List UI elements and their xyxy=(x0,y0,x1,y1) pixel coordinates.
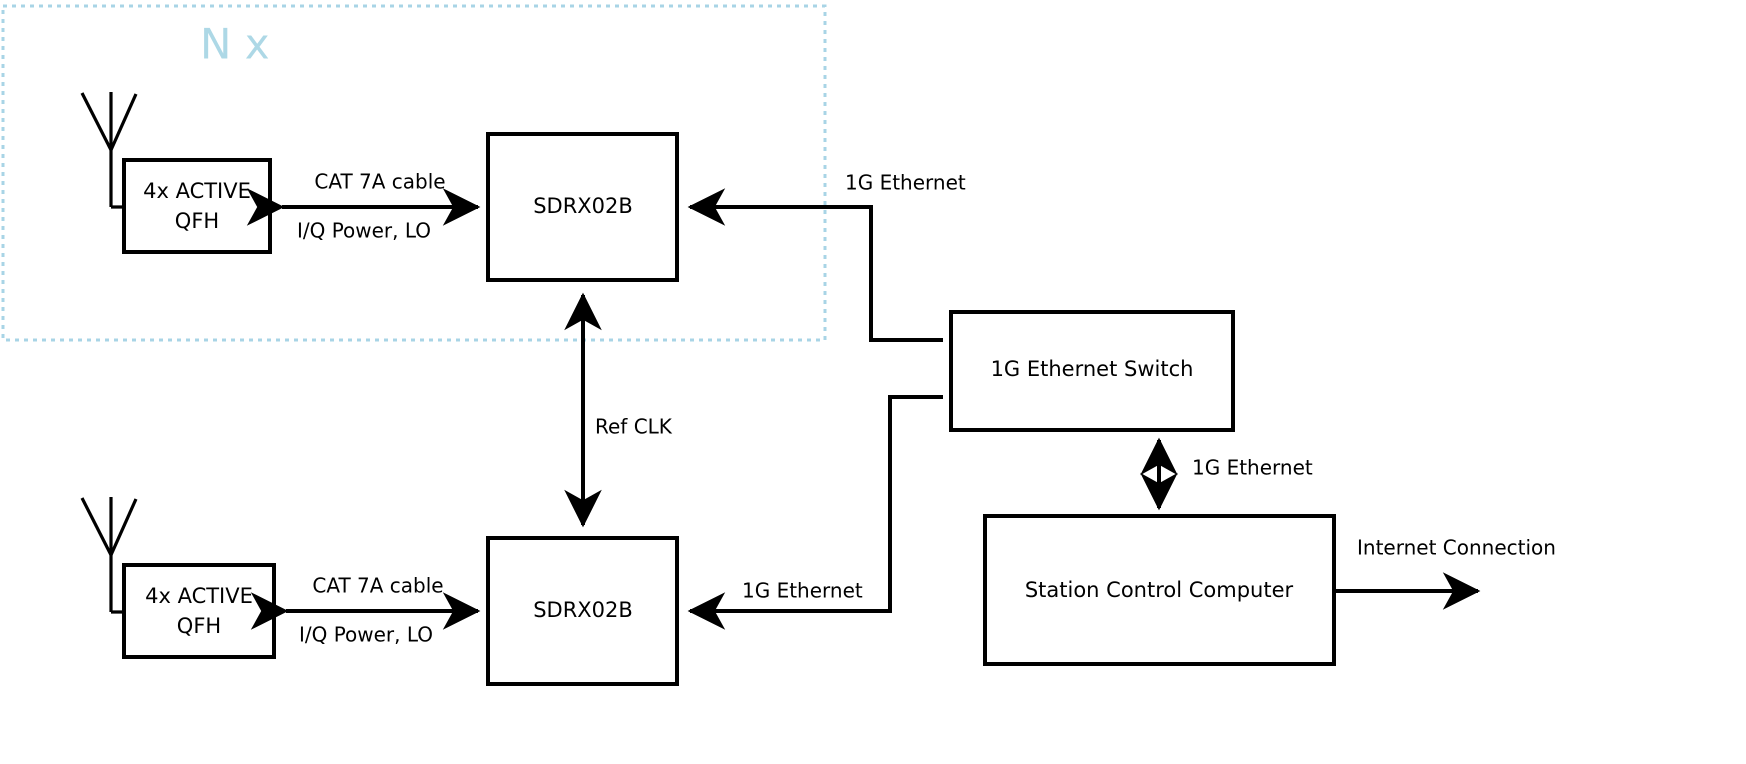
block-sdrx02b-top-label: SDRX02B xyxy=(533,194,633,218)
block-active-qfh-bottom-label-line1: 4x ACTIVE xyxy=(145,584,253,608)
block-station-control-computer-label: Station Control Computer xyxy=(1025,578,1294,602)
block-active-qfh-top-label-line2: QFH xyxy=(175,209,219,233)
link-qfh-sdr-top-label-cat7a: CAT 7A cable xyxy=(314,170,445,194)
block-sdrx02b-bottom-label: SDRX02B xyxy=(533,598,633,622)
link-switch-sdr-bottom xyxy=(687,395,943,630)
link-switch-sdr-top-label: 1G Ethernet xyxy=(845,171,966,195)
block-active-qfh-bottom-label-line2: QFH xyxy=(177,614,221,638)
block-active-qfh-bottom[interactable] xyxy=(122,563,276,659)
block-active-qfh-top[interactable] xyxy=(122,158,272,254)
block-ethernet-switch-label: 1G Ethernet Switch xyxy=(991,357,1194,381)
block-sdrx02b-bottom[interactable] xyxy=(486,536,679,686)
repeat-group-label: N x xyxy=(200,20,270,69)
link-switch-sdr-top xyxy=(687,188,943,342)
link-qfh-sdr-top-label-iq: I/Q Power, LO xyxy=(297,219,431,243)
link-qfh-sdr-bottom-label-cat7a: CAT 7A cable xyxy=(312,574,443,598)
block-ethernet-switch[interactable] xyxy=(949,310,1235,432)
link-refclk-label: Ref CLK xyxy=(595,415,673,439)
link-internet-connection-label: Internet Connection xyxy=(1357,536,1556,560)
repeat-group-box xyxy=(1,4,827,342)
block-sdrx02b-top[interactable] xyxy=(486,132,679,282)
link-qfh-sdr-bottom-label-iq: I/Q Power, LO xyxy=(299,623,433,647)
link-switch-sdr-bottom-label: 1G Ethernet xyxy=(742,579,863,603)
link-switch-scc-label: 1G Ethernet xyxy=(1192,456,1313,480)
block-active-qfh-top-label-line1: 4x ACTIVE xyxy=(143,179,251,203)
